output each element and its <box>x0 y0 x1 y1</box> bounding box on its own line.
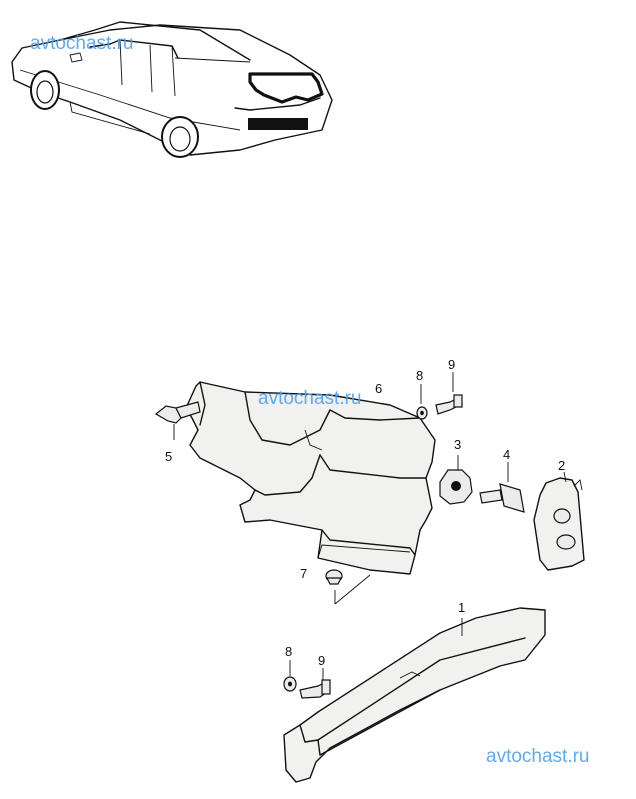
callout-1: 1 <box>458 600 465 615</box>
watermark-middle: avtochast.ru <box>258 388 362 409</box>
callout-3: 3 <box>454 437 461 452</box>
callout-8-lower: 8 <box>285 644 292 659</box>
callout-8-upper: 8 <box>416 368 423 383</box>
callout-9-upper: 9 <box>448 357 455 372</box>
watermark-bottom: avtochast.ru <box>486 746 590 767</box>
callout-4: 4 <box>503 447 510 462</box>
watermark-top: avtochast.ru <box>30 33 134 54</box>
callout-5: 5 <box>165 449 172 464</box>
bracket-part-2 <box>533 471 585 571</box>
washer-and-screw-upper <box>416 372 463 420</box>
clip-part-7 <box>325 569 371 605</box>
sill-trim-part-1 <box>283 607 546 783</box>
vehicle-illustration <box>11 21 333 158</box>
bolt-part-4 <box>479 462 525 513</box>
clip-part-5 <box>154 401 201 440</box>
callout-7: 7 <box>300 566 307 581</box>
callout-6: 6 <box>375 381 382 396</box>
callout-2: 2 <box>558 458 565 473</box>
trunk-side-trim-part-6 <box>185 381 436 575</box>
wing-nut-part-3 <box>439 455 473 505</box>
callout-9-lower: 9 <box>318 653 325 668</box>
washer-and-screw-lower <box>283 660 331 699</box>
